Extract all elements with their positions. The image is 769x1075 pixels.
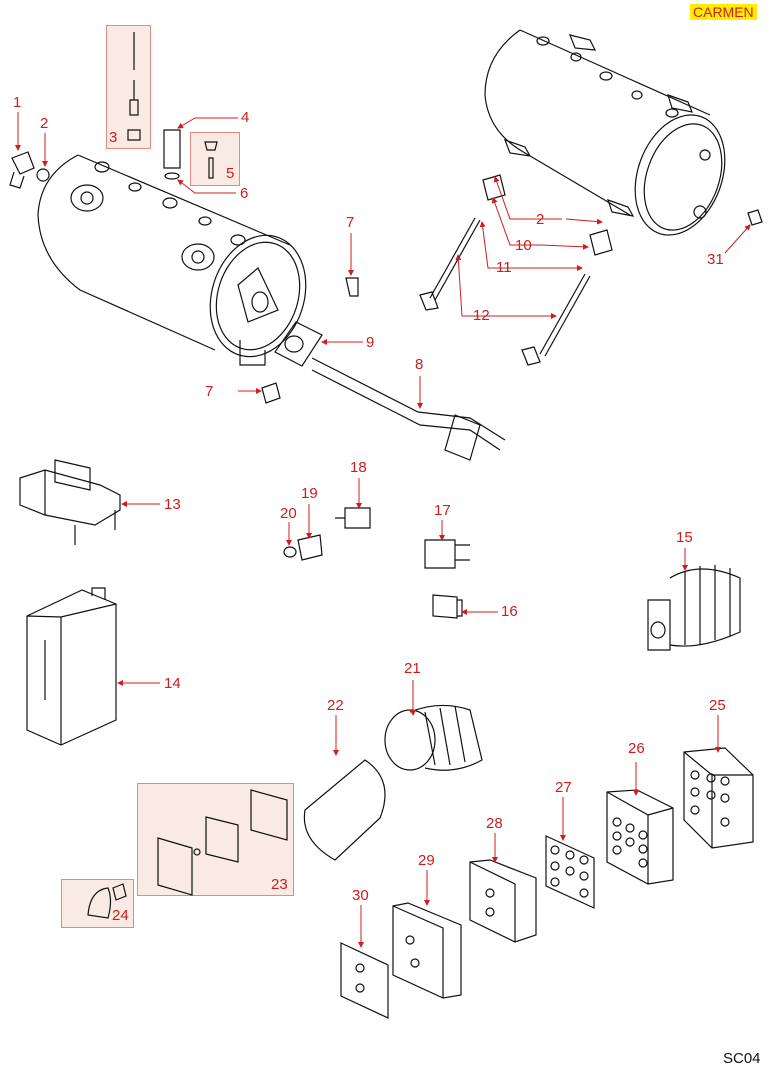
callout-18: 18 (350, 459, 367, 476)
group-box-3 (106, 25, 151, 149)
callout-2: 2 (40, 115, 49, 132)
part-31-plug (747, 209, 763, 226)
callout-19: 19 (301, 485, 318, 502)
callout-7: 7 (346, 214, 355, 231)
callout-26: 26 (628, 740, 645, 757)
model-badge: CARMEN (690, 4, 757, 20)
callout-10: 10 (515, 237, 532, 254)
callout-30: 30 (352, 887, 369, 904)
callout-22: 22 (327, 697, 344, 714)
boiler-secondary (484, 29, 726, 236)
callout-28: 28 (486, 815, 503, 832)
callout-31: 31 (707, 251, 724, 268)
callout-2: 2 (536, 211, 545, 228)
callout-20: 20 (280, 505, 297, 522)
callout-17: 17 (434, 502, 451, 519)
callout-29: 29 (418, 852, 435, 869)
callout-15: 15 (676, 529, 693, 546)
part-2-oring (36, 168, 50, 182)
callout-25: 25 (709, 697, 726, 714)
group-box-5 (190, 132, 240, 186)
boiler-main (37, 154, 307, 366)
callout-12: 12 (473, 307, 490, 324)
callout-6: 6 (240, 185, 249, 202)
callout-7: 7 (205, 383, 214, 400)
callout-3: 3 (109, 129, 118, 146)
callout-11: 11 (496, 259, 512, 276)
callout-23: 23 (271, 876, 288, 893)
callout-1: 1 (13, 94, 22, 111)
panel-button-circles (355, 770, 730, 993)
sheet-code: SC04 (723, 1050, 761, 1067)
part-1-fitting (9, 151, 35, 189)
callout-27: 27 (555, 779, 572, 796)
group-box-24 (61, 879, 134, 928)
callout-9: 9 (366, 334, 375, 351)
callout-21: 21 (404, 660, 421, 677)
callout-13: 13 (164, 496, 181, 513)
callout-24: 24 (112, 907, 129, 924)
leader-lines (15, 112, 751, 948)
callout-14: 14 (164, 675, 181, 692)
callout-16: 16 (501, 603, 518, 620)
callout-4: 4 (241, 109, 250, 126)
callout-8: 8 (415, 356, 424, 373)
callout-5: 5 (226, 165, 235, 182)
